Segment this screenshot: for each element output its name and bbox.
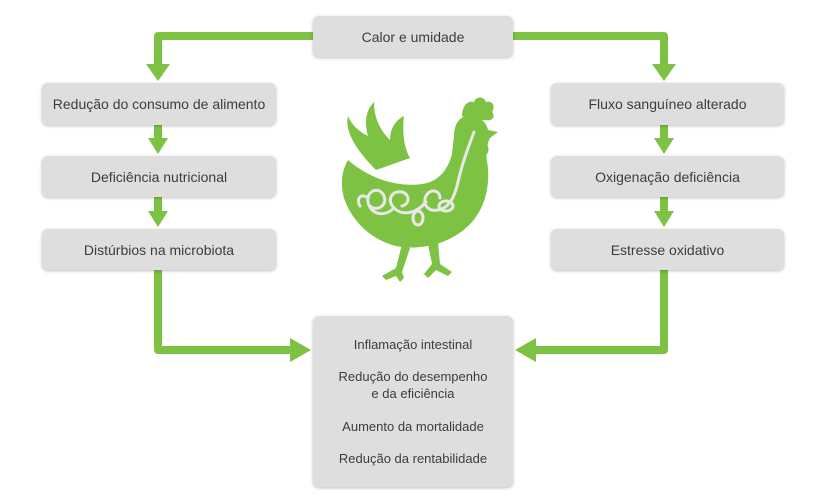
node-label: Oxigenação deficiência <box>595 168 740 185</box>
arrow-top-to-left <box>154 32 313 66</box>
outcome-increased-mortality: Aumento da mortalidade <box>342 418 484 434</box>
node-label: Estresse oxidativo <box>610 241 725 258</box>
outcome-reduced-performance: Redução do desempenho e da eficiência <box>338 369 488 402</box>
hen-digestive-tract-icon <box>341 97 498 282</box>
node-altered-blood-flow: Fluxo sanguíneo alterado <box>551 83 784 125</box>
arrow-top-to-right <box>513 32 668 66</box>
node-label: Redução do consumo de alimento <box>52 96 266 112</box>
node-label: Distúrbios na microbiota <box>83 241 235 258</box>
node-nutritional-deficiency: Deficiência nutricional <box>42 156 276 197</box>
node-microbiota-disturbance: Distúrbios na microbiota <box>42 229 276 270</box>
node-oxidative-stress: Estresse oxidativo <box>551 229 784 270</box>
node-label: Deficiência nutricional <box>90 168 228 185</box>
outcome-reduced-profitability: Redução da rentabilidade <box>338 451 488 467</box>
node-heat-humidity: Calor e umidade <box>313 16 513 57</box>
node-oxygenation-deficiency: Oxigenação deficiência <box>551 156 784 197</box>
node-reduced-feed-intake: Redução do consumo de alimento <box>42 83 276 125</box>
node-outcomes: Inflamação intestinal Redução do desempe… <box>313 316 513 487</box>
arrow-right-to-bottom <box>534 270 668 354</box>
arrow-left-to-bottom <box>154 270 292 354</box>
outcome-intestinal-inflammation: Inflamação intestinal <box>353 336 473 352</box>
node-label: Fluxo sanguíneo alterado <box>588 96 747 112</box>
node-label: Calor e umidade <box>361 28 465 45</box>
